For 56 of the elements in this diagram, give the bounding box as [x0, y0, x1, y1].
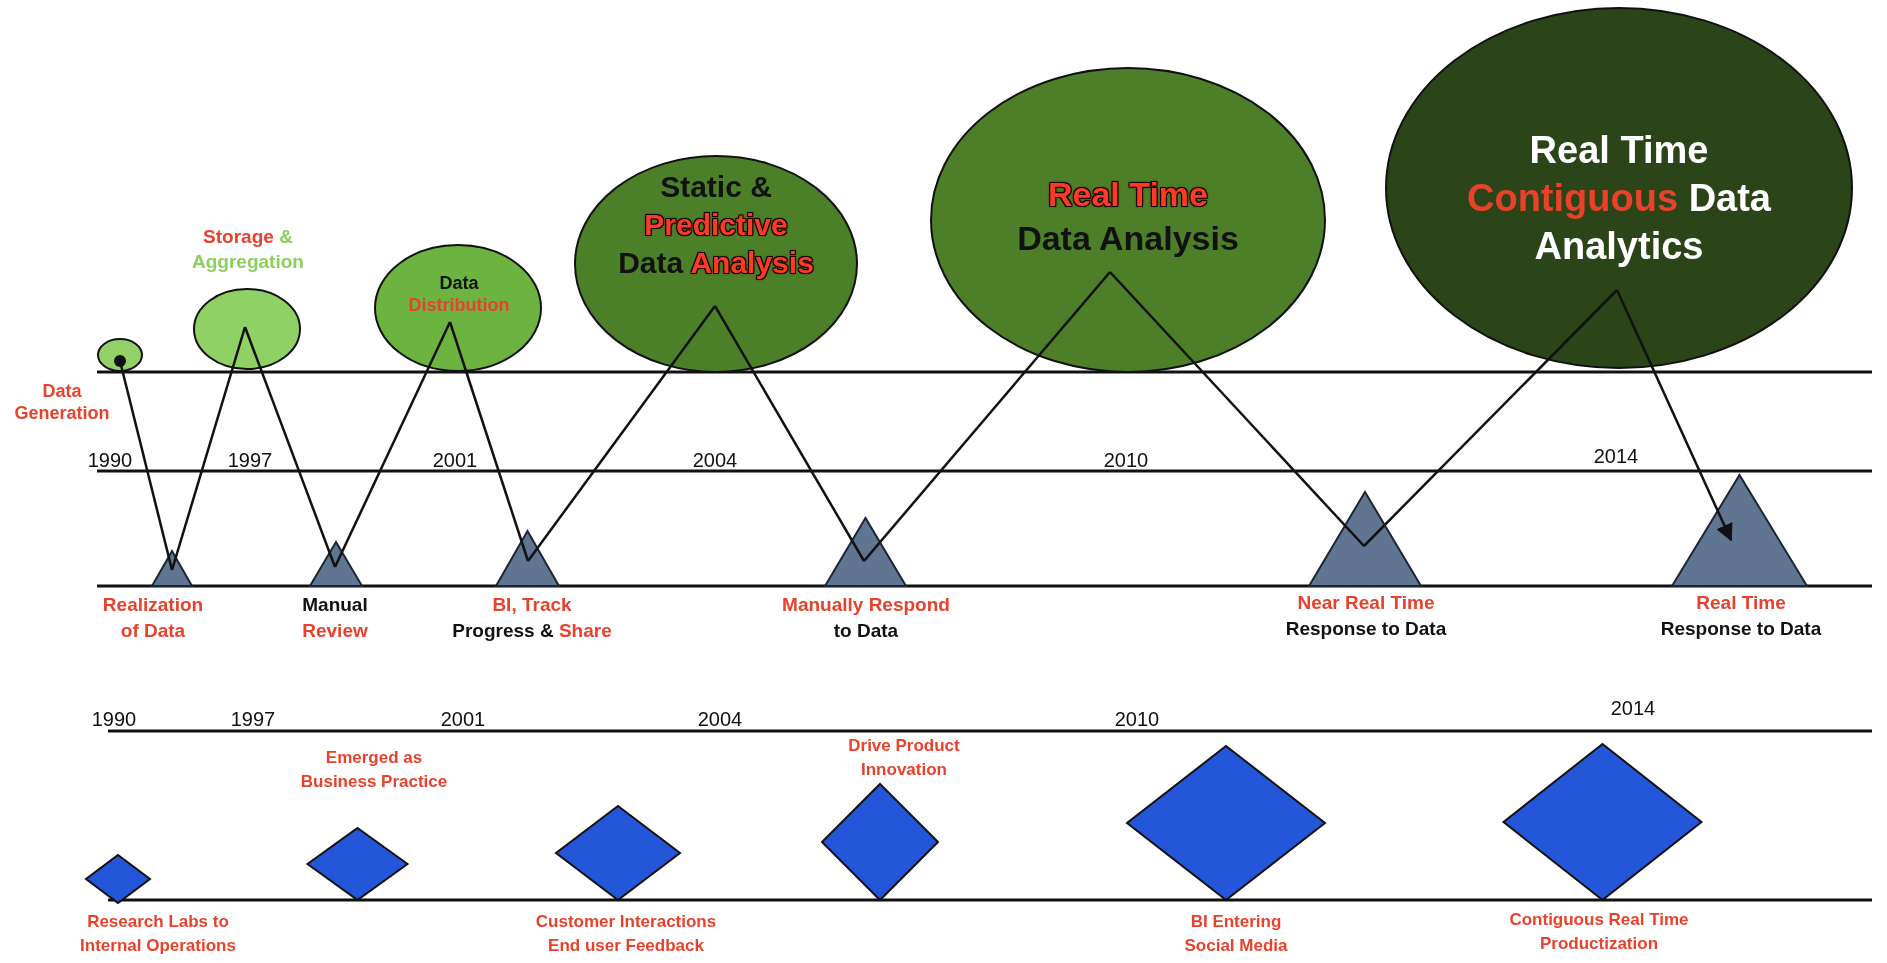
stage-label: Response to Data	[1285, 618, 1447, 639]
stage-label: to Data	[833, 620, 899, 641]
stage-label: Contiguous Real Time Productization	[1508, 909, 1690, 955]
stage-label: Realization of Data	[101, 593, 205, 643]
stage-label: Data Generation	[13, 380, 111, 424]
connector-line	[170, 326, 247, 571]
connector-line	[1363, 289, 1618, 547]
stage-label: Real Time	[1529, 129, 1709, 171]
year-label: 2004	[692, 448, 738, 472]
year-label: 2010	[1103, 448, 1149, 472]
connector-line	[243, 326, 337, 568]
year-label: 1990	[87, 448, 133, 472]
stage-label: Analysis	[690, 246, 814, 279]
stage-label: Static &	[660, 170, 772, 203]
year-label: 2014	[1610, 696, 1656, 720]
stage-label: Storage	[203, 226, 274, 247]
year-label: 1997	[230, 707, 276, 731]
stage-label: Aggregation	[192, 251, 304, 272]
stage-label: Manually Respond	[782, 594, 950, 615]
stage-label: Drive Product Innovation	[847, 735, 961, 781]
stage-label: Distribution	[408, 295, 510, 315]
stage-label: Contiguous	[1467, 177, 1679, 219]
stage-label: Real Time	[1048, 175, 1208, 213]
stage-label: Predictive	[644, 208, 788, 241]
stage-label: Data	[1688, 177, 1771, 219]
stage-label: &	[279, 226, 293, 247]
year-label: 2004	[697, 707, 743, 731]
stage-label: Data	[439, 273, 479, 293]
stage-label: Progress &	[452, 620, 554, 641]
stage-label: Real Time	[1696, 592, 1786, 613]
year-label: 2001	[440, 707, 486, 731]
stage-label: Customer Interactions End user Feedback	[534, 911, 718, 957]
year-label: 1990	[91, 707, 137, 731]
connector-line	[1615, 289, 1733, 542]
year-label: 2001	[432, 448, 478, 472]
connector-line	[713, 305, 866, 562]
year-label: 2010	[1114, 707, 1160, 731]
stage-label: Data Analysis	[1017, 219, 1239, 257]
connector-line	[333, 321, 452, 568]
stage-label: Analytics	[1534, 225, 1704, 267]
stage-label: Manual	[302, 594, 368, 615]
stage-label: Research Labs to Internal Operations	[79, 911, 237, 957]
connector-line	[448, 321, 530, 562]
year-label: 1997	[227, 448, 273, 472]
stage-label: BI, Track	[492, 594, 572, 615]
stage-label: Near Real Time	[1297, 592, 1435, 613]
stage-label: Response to Data	[1660, 618, 1822, 639]
stage-label: BI Entering Social Media	[1183, 911, 1289, 957]
stage-label: Data	[618, 246, 684, 279]
connector-line	[1109, 271, 1365, 547]
year-label: 2014	[1593, 444, 1639, 468]
connector-line	[527, 305, 716, 562]
stage-label: Emerged as Business Practice	[299, 747, 449, 793]
stage-label: Share	[558, 620, 612, 641]
connector-line	[863, 271, 1111, 562]
stage-label: Review	[302, 620, 368, 641]
